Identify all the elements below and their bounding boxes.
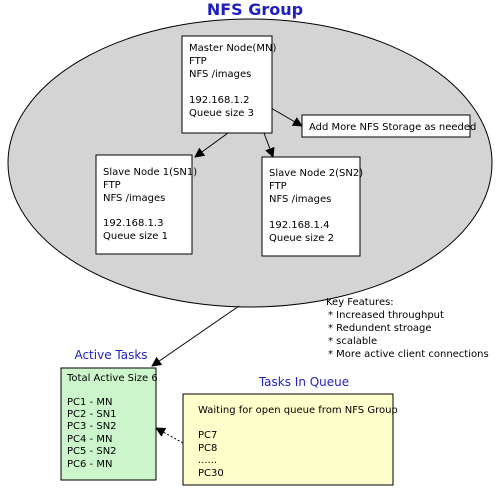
active-task-item: PC5 - SN2 (67, 446, 117, 457)
active-tasks-box (60, 367, 157, 481)
slave-node-2-queue: Queue size 2 (269, 233, 334, 244)
slave-node-1-box (95, 154, 193, 255)
master-to-storage-arrow (270, 107, 303, 127)
storage-note-text: Add More NFS Storage as needed (309, 122, 476, 133)
master-node-service: FTP (189, 56, 207, 67)
master-node-share: NFS /images (189, 69, 251, 80)
queued-task-item: PC8 (198, 443, 217, 454)
queued-task-item: PC30 (198, 468, 224, 479)
active-task-item: PC3 - SN2 (67, 421, 117, 432)
queued-task-item: ...... (198, 455, 217, 466)
key-feature-item: * Increased throughput (328, 310, 444, 321)
slave-node-1-ip: 192.168.1.3 (103, 218, 163, 229)
slave-node-1-name: Slave Node 1(SN1) (103, 167, 197, 178)
active-tasks-total: Total Active Size 6 (66, 373, 158, 384)
storage-note-box (301, 114, 471, 138)
key-features-title: Key Features: (326, 297, 394, 308)
master-node-ip: 192.168.1.2 (189, 95, 249, 106)
master-node: Master Node(MN) FTP NFS /images 192.168.… (181, 35, 276, 134)
slave-node-2-box (261, 156, 361, 257)
slave-node-1: Slave Node 1(SN1) FTP NFS /images 192.16… (95, 154, 197, 255)
active-tasks-heading: Active Tasks (74, 348, 147, 362)
queued-task-item: PC7 (198, 430, 217, 441)
slave-node-2-ip: 192.168.1.4 (269, 220, 329, 231)
active-tasks-panel: Total Active Size 6 PC1 - MN PC2 - SN1 P… (60, 367, 158, 481)
master-node-box (181, 35, 273, 134)
tasks-in-queue-box (182, 393, 394, 486)
active-task-item: PC6 - MN (67, 459, 112, 470)
tasks-in-queue-waiting: Waiting for open queue from NFS Group (198, 405, 398, 416)
slave-node-2: Slave Node 2(SN2) FTP NFS /images 192.16… (261, 156, 363, 257)
active-task-item: PC1 - MN (67, 397, 112, 408)
master-to-slave1-arrow (194, 132, 229, 158)
tasks-in-queue-panel: Waiting for open queue from NFS Group PC… (182, 393, 398, 486)
master-node-name: Master Node(MN) (189, 43, 276, 54)
diagram-title: NFS Group (207, 0, 303, 19)
group-to-active-arrow (151, 305, 240, 367)
slave-node-1-service: FTP (103, 180, 121, 191)
slave-node-1-share: NFS /images (103, 193, 165, 204)
key-feature-item: * More active client connections (328, 349, 489, 360)
storage-note: Add More NFS Storage as needed (301, 114, 476, 138)
key-feature-item: * Redundent stroage (328, 323, 432, 334)
active-task-item: PC4 - MN (67, 434, 112, 445)
active-task-item: PC2 - SN1 (67, 409, 117, 420)
slave-node-2-share: NFS /images (269, 194, 331, 205)
master-node-queue: Queue size 3 (189, 108, 254, 119)
master-to-slave2-arrow (263, 132, 275, 158)
key-feature-item: * scalable (328, 336, 377, 347)
tasks-in-queue-heading: Tasks In Queue (258, 375, 349, 389)
slave-node-2-name: Slave Node 2(SN2) (269, 168, 363, 179)
queue-to-active-arrow (155, 427, 184, 444)
key-features: Key Features: * Increased throughput * R… (326, 297, 489, 360)
slave-node-2-service: FTP (269, 181, 287, 192)
slave-node-1-queue: Queue size 1 (103, 231, 168, 242)
